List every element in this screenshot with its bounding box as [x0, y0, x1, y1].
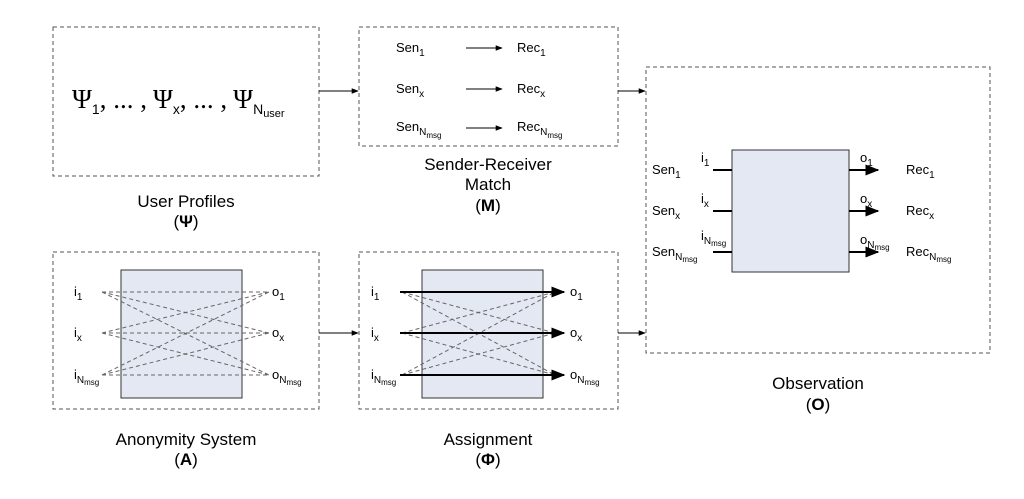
psi-n-sub: N [253, 101, 263, 117]
observation-box: Sen1 Senx SenNmsg i1 ix iNmsg o1 ox oNms… [645, 66, 991, 354]
user-profiles-caption: User Profiles [137, 192, 234, 211]
match-caption-line2: Match [465, 175, 511, 194]
anonymity-symbol: (A) [174, 450, 198, 469]
anon-output-n: oNmsg [272, 367, 302, 387]
psi-sep-b: , ... , [180, 84, 227, 114]
obs-input-x: ix [701, 191, 709, 210]
assignment-symbol: (Φ) [475, 450, 500, 469]
obs-output-x: ox [860, 191, 872, 210]
obs-sen-n: SenNmsg [652, 244, 698, 264]
match-sen-n: SenNmsg [396, 119, 442, 140]
obs-output-n: oNmsg [860, 232, 890, 252]
user-profiles-symbol: (Ψ) [173, 212, 198, 231]
psi-1: Ψ [72, 84, 92, 114]
anonymity-mixer [120, 269, 243, 399]
psi-sequence: Ψ1, ... ,Ψx, ... ,ΨNuser [72, 84, 285, 120]
assign-input-x: ix [371, 325, 379, 344]
anonymity-caption: Anonymity System [116, 430, 257, 449]
psi-1-sub: 1 [92, 101, 100, 117]
anon-output-x: ox [272, 325, 284, 344]
match-sen-x: Senx [396, 81, 424, 100]
obs-output-1: o1 [860, 150, 873, 169]
observation-border [645, 66, 991, 354]
anonymity-crossing-lines [101, 291, 270, 376]
psi-x-sub: x [173, 101, 180, 117]
assign-output-1: o1 [570, 284, 583, 303]
obs-sen-1: Sen1 [652, 162, 681, 181]
assignment-border [358, 251, 619, 410]
psi-n: Ψ [233, 84, 253, 114]
obs-rec-n: RecNmsg [906, 244, 951, 264]
psi-sep-a: , ... , [100, 84, 147, 114]
sender-receiver-border [358, 26, 619, 147]
psi-n-subsub: user [263, 108, 285, 120]
assign-output-x: ox [570, 325, 582, 344]
match-rec-x: Recx [517, 81, 545, 100]
assign-input-n: iNmsg [371, 367, 396, 387]
sender-receiver-box: Sen1 Rec1 Senx Recx SenNmsg RecNmsg [358, 26, 619, 147]
observation-caption: Observation [772, 374, 864, 393]
assign-output-n: oNmsg [570, 367, 600, 387]
match-caption-line1: Sender-Receiver [424, 155, 552, 174]
observation-black-box [731, 149, 850, 273]
obs-sen-x: Senx [652, 203, 680, 222]
psi-x: Ψ [153, 84, 173, 114]
anon-input-x: ix [74, 325, 82, 344]
assignment-box: i1 ix iNmsg o1 ox oNmsg [358, 251, 619, 410]
match-sen-1: Sen1 [396, 40, 425, 59]
user-profiles-box: Ψ1, ... ,Ψx, ... ,ΨNuser [52, 26, 320, 177]
assignment-caption: Assignment [444, 430, 533, 449]
anon-output-1: o1 [272, 284, 285, 303]
match-rec-n: RecNmsg [517, 119, 562, 140]
match-symbol: (M) [475, 196, 501, 215]
anon-input-n: iNmsg [74, 367, 99, 387]
obs-rec-x: Recx [906, 203, 934, 222]
match-rec-1: Rec1 [517, 40, 546, 59]
assign-input-1: i1 [371, 284, 380, 303]
observation-symbol: (O) [806, 395, 831, 414]
obs-input-1: i1 [701, 150, 710, 169]
anonymity-system-box: i1 ix iNmsg o1 ox oNmsg [52, 251, 320, 410]
obs-rec-1: Rec1 [906, 162, 935, 181]
anon-input-1: i1 [74, 284, 83, 303]
anonymity-border [52, 251, 320, 410]
user-profiles-border [52, 26, 320, 177]
obs-input-n: iNmsg [701, 228, 726, 248]
